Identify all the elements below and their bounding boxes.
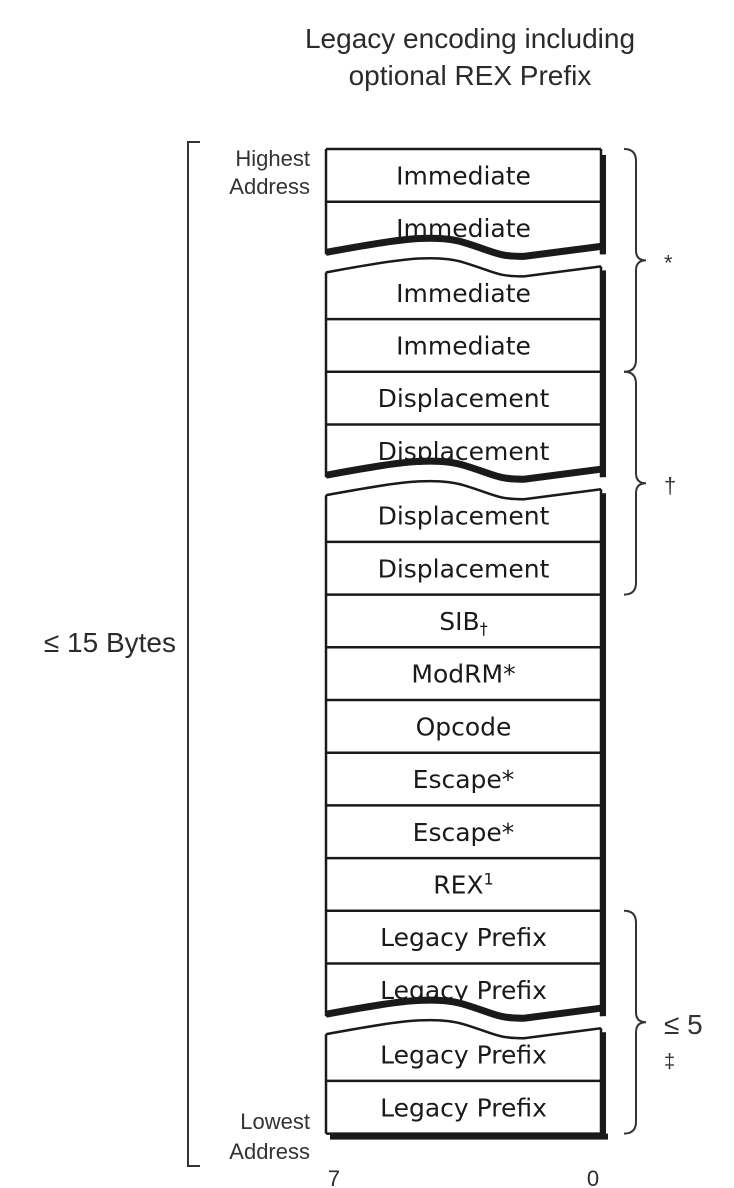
brace-displacement — [623, 370, 647, 596]
break-seam-upper-edge — [325, 479, 602, 501]
byte-row-label: Immediate — [396, 161, 531, 190]
byte-row-label: Opcode — [416, 712, 512, 741]
brace-mark-displacement: † — [664, 473, 676, 498]
stack-shadow-right — [600, 155, 606, 255]
byte-row-label: Displacement — [378, 384, 550, 413]
bit-0-label: 0 — [587, 1166, 599, 1188]
break-seam — [325, 457, 602, 483]
lowest-address-label-line-1: Lowest — [240, 1109, 310, 1134]
stack-shadow-bottom — [330, 1133, 608, 1140]
byte-row-label: REX1 — [433, 869, 493, 899]
highest-address-label-line-2: Address — [229, 174, 310, 199]
byte-row-label: SIB† — [439, 607, 487, 638]
byte-row-label: Legacy Prefix — [380, 1041, 547, 1070]
byte-row-label: Escape* — [413, 765, 515, 794]
byte-row-label: ModRM* — [411, 660, 515, 689]
break-seam-upper-edge — [325, 1018, 602, 1040]
break-seam — [325, 996, 602, 1022]
byte-row-label: Immediate — [396, 331, 531, 360]
brace-immediate — [623, 148, 647, 373]
brace-mark2-legacy-prefix: ‡ — [664, 1051, 675, 1073]
break-seam — [325, 234, 602, 260]
byte-row-footnote-mark: 1 — [484, 869, 494, 888]
byte-row-label: Immediate — [396, 279, 531, 308]
bit-7-label: 7 — [328, 1166, 340, 1188]
lowest-address-label-line-2: Address — [229, 1139, 310, 1164]
title-line-1: Legacy encoding including — [305, 23, 635, 54]
byte-row-label: Legacy Prefix — [380, 923, 547, 952]
byte-row-label: Escape* — [413, 818, 515, 847]
byte-row-label: Legacy Prefix — [380, 1093, 547, 1122]
byte-row-label: Displacement — [378, 554, 550, 583]
break-seam-upper-edge — [325, 257, 602, 278]
total-length-bracket — [187, 141, 200, 1167]
total-bytes-label: ≤ 15 Bytes — [44, 627, 176, 658]
group-braces: * † ≤ 5 ‡ — [623, 148, 703, 1135]
brace-legacy-prefix — [623, 909, 647, 1135]
brace-mark-legacy-prefix: ≤ 5 — [664, 1009, 703, 1040]
stack-shadow-right — [600, 1032, 606, 1138]
title-line-2: optional REX Prefix — [349, 60, 592, 91]
stack-shadow-right — [600, 493, 606, 1017]
byte-row-footnote-mark: † — [480, 619, 488, 638]
stack-shadow-right — [600, 270, 606, 478]
byte-row-label: Displacement — [378, 437, 550, 466]
byte-row-label: Immediate — [396, 214, 531, 243]
brace-mark-immediate: * — [664, 250, 673, 275]
highest-address-label-line-1: Highest — [235, 146, 310, 171]
byte-row-label: Legacy Prefix — [380, 976, 547, 1005]
byte-row-label: Displacement — [378, 502, 550, 531]
byte-stack: ImmediateImmediateImmediateImmediateDisp… — [324, 147, 608, 1140]
